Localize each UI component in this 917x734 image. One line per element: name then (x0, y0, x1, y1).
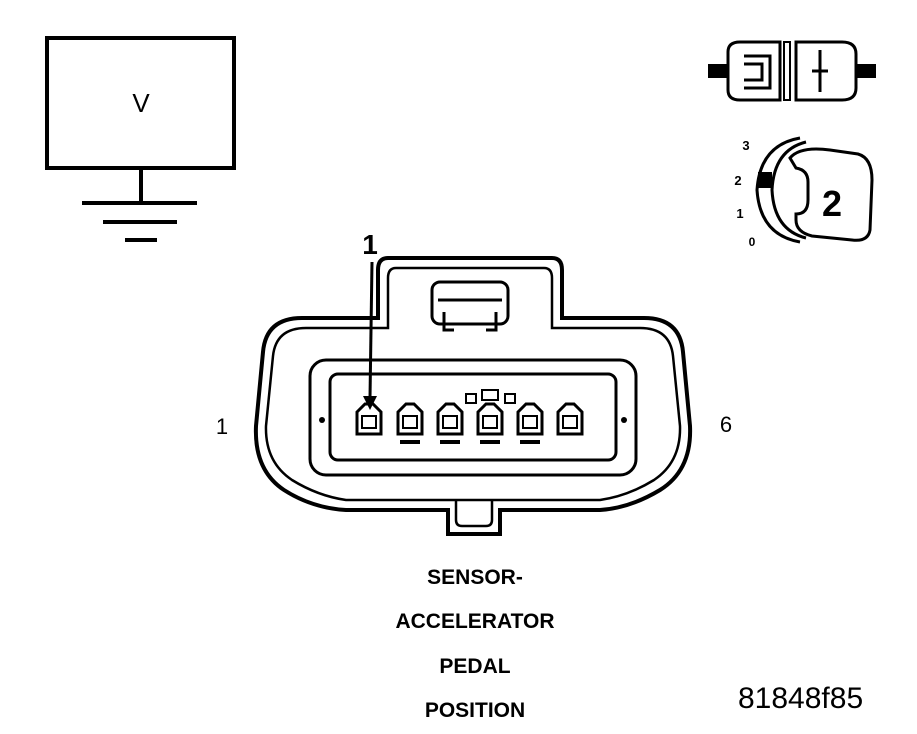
connector-latch (430, 280, 510, 326)
probe-setting-dial: 3 2 1 0 2 (734, 136, 874, 249)
voltmeter-label: V (132, 88, 150, 118)
pin-callout-arrowhead (363, 396, 377, 410)
pin-cavity-4 (476, 402, 504, 444)
pin-cavity-3 (436, 402, 464, 444)
probe-adapter-icon (708, 40, 876, 102)
connector-cavity-inner (328, 372, 618, 462)
connector-cavity-outer (308, 358, 638, 477)
dial-knob (788, 147, 874, 242)
caption-line-1: SENSOR- (427, 566, 523, 589)
connector-outer-shell (253, 256, 693, 536)
pin-callout-number: 1 (362, 229, 378, 260)
connector-face: 1 1 6 (216, 229, 732, 536)
left-pin-number: 1 (216, 414, 228, 439)
pin-cavity-6 (556, 402, 584, 436)
pin-cavity-5 (516, 402, 544, 444)
dial-scale-0: 0 (749, 235, 756, 249)
connector-key-slot (454, 500, 494, 528)
right-pin-number: 6 (720, 412, 732, 437)
dial-scale-1: 1 (736, 206, 743, 221)
figure-id: 81848f85 (738, 682, 864, 715)
caption-line-4: POSITION (424, 699, 526, 722)
dial-indicator (758, 172, 772, 188)
caption-line-2: ACCELERATOR (395, 610, 555, 633)
voltmeter-symbol: V (45, 36, 236, 242)
pin-callout-leader (368, 261, 374, 399)
caption-line-3: PEDAL (439, 655, 511, 678)
pin-cavity-1 (355, 402, 383, 436)
pin-cavity-2 (396, 402, 424, 444)
dial-scale-3: 3 (742, 138, 749, 153)
dial-ring (755, 136, 801, 244)
dial-selected-value: 2 (822, 183, 842, 224)
dial-scale-2: 2 (734, 173, 741, 188)
